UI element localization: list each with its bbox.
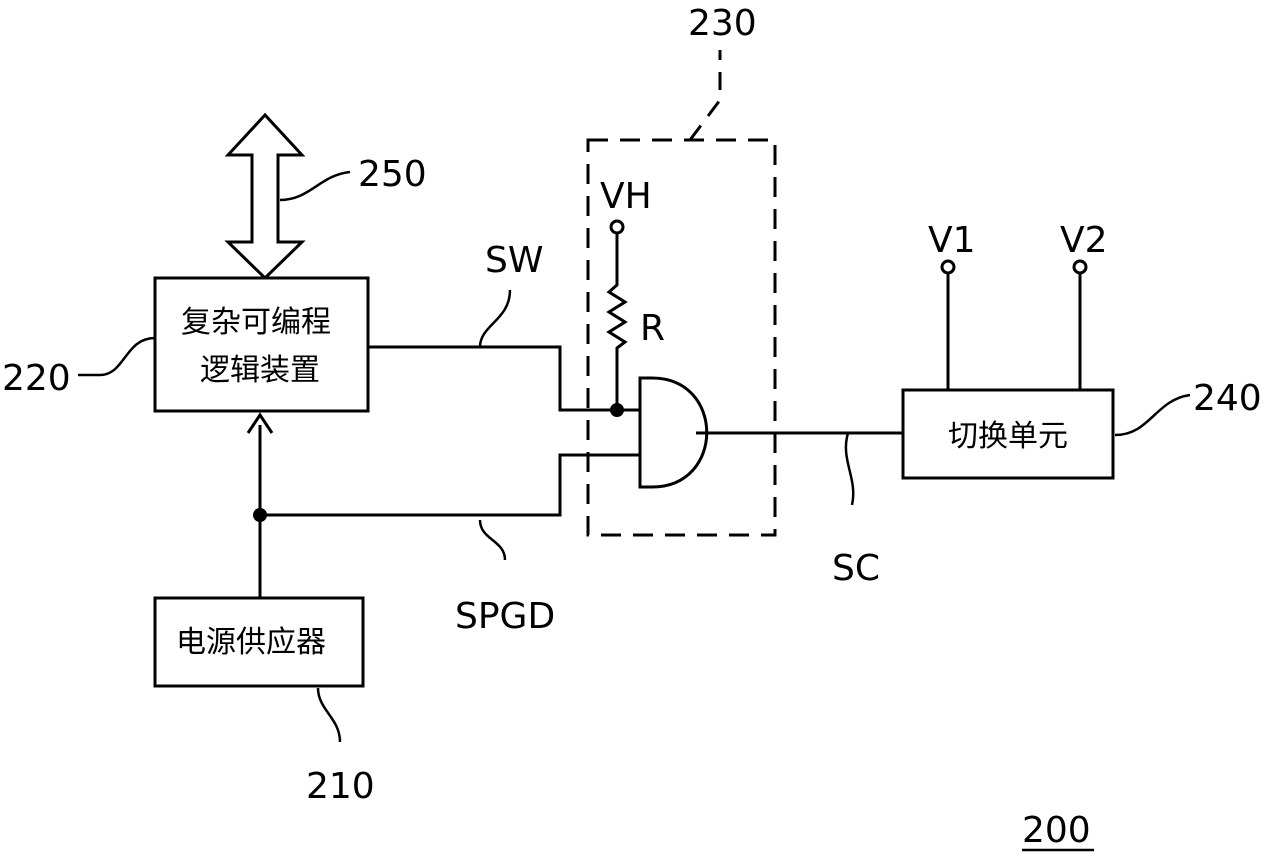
ref-210: 210 — [306, 766, 375, 807]
ref-220: 220 — [2, 358, 71, 399]
power-rail-arrow — [246, 412, 274, 434]
label-spgd: SPGD — [455, 596, 555, 637]
label-sc: SC — [832, 548, 880, 589]
logic-circuit-boundary-230 — [586, 138, 777, 537]
spgd-wire — [260, 453, 640, 517]
v2-terminal — [1072, 259, 1088, 275]
label-sw: SW — [485, 240, 543, 281]
switch-unit-block — [901, 388, 1115, 480]
ref-200: 200 — [1022, 810, 1091, 851]
power-supply-label: 电源供应器 — [176, 625, 326, 660]
label-vh: VH — [600, 176, 652, 217]
cpld-block — [153, 276, 370, 413]
vh-terminal — [609, 219, 625, 235]
switch-unit-label: 切换单元 — [948, 419, 1068, 454]
leader-sw — [478, 289, 512, 348]
label-v2: V2 — [1060, 220, 1108, 261]
resistor-r — [606, 233, 628, 410]
bus-arrow-250 — [224, 112, 306, 281]
leader-250 — [279, 170, 351, 202]
ref-250: 250 — [358, 154, 427, 195]
label-v1: V1 — [928, 220, 976, 261]
cpld-label-line2: 逻辑装置 — [200, 353, 320, 388]
leader-210 — [316, 687, 342, 743]
power-supply-block — [153, 596, 365, 688]
leader-sc — [844, 432, 855, 506]
leader-230 — [688, 50, 722, 141]
ref-230: 230 — [688, 3, 757, 44]
label-r: R — [640, 308, 665, 349]
junction-dot-sw — [610, 403, 624, 417]
sw-wire — [368, 345, 640, 412]
leader-220 — [78, 336, 156, 377]
leader-spgd — [478, 519, 507, 561]
v1-terminal — [940, 259, 956, 275]
ref-240: 240 — [1193, 378, 1262, 419]
cpld-label-line1: 复杂可编程 — [181, 305, 331, 340]
leader-240 — [1114, 393, 1191, 437]
and-gate — [638, 376, 709, 489]
